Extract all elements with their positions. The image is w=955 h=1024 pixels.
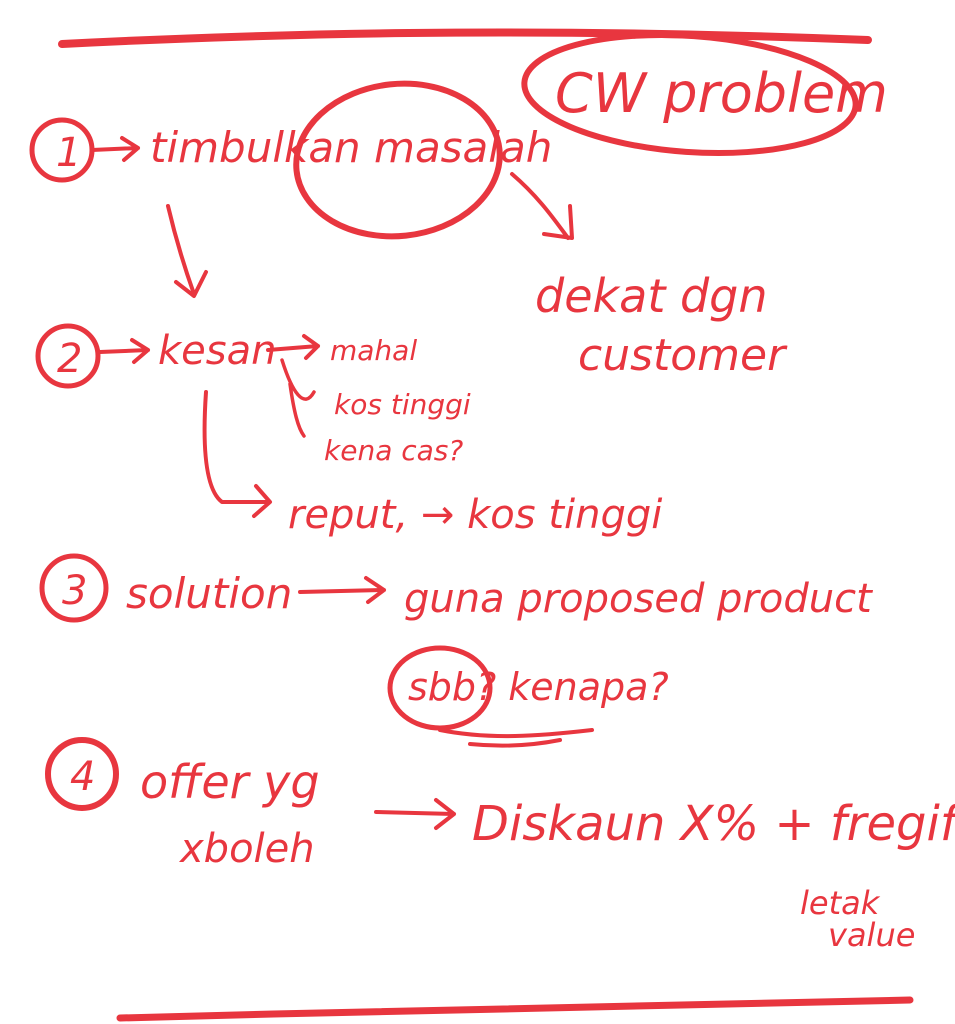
masalah-circle [293, 80, 503, 240]
step-3-number-circle [39, 553, 109, 623]
step-2-label: kesan [158, 328, 276, 374]
step-1-arrow-icon [90, 136, 140, 162]
step-4-note-line-2: value [828, 916, 915, 954]
step-1-right-arrow-icon [510, 172, 574, 240]
step-3-result: guna proposed product [404, 576, 873, 622]
step-2-effect-3: kena cas? [324, 434, 463, 467]
step-1-label: timbulkan masalah [150, 123, 552, 172]
step-3-arrow-icon [298, 576, 386, 604]
step-2-effect-2: kos tinggi [334, 388, 471, 421]
step-1-down-arrow-icon [166, 204, 208, 298]
step-4-result: Diskaun X% + fregift [472, 796, 955, 852]
step-2-branch-icon [280, 358, 316, 438]
step-2-number-circle [35, 323, 101, 389]
step-2-effect-1: mahal [330, 334, 417, 367]
step-4-arrow-icon [374, 798, 456, 830]
step-4-note-line-1: letak [800, 884, 881, 922]
step-1-result-line-1: dekat dgn [535, 269, 768, 323]
step-3-question: sbb? kenapa? [408, 665, 669, 709]
step-4-label-line-2: xboleh [178, 826, 315, 872]
step-3-number: 3 [62, 568, 87, 614]
bottom-border-stroke [116, 996, 914, 1022]
step-1-number: 1 [56, 130, 81, 176]
step-2-hook-arrow-icon [202, 390, 272, 518]
step-2-arrow-icon [98, 338, 150, 364]
step-4-number-circle [45, 737, 119, 811]
step-1-result-line-2: customer [578, 330, 788, 381]
title-circle [521, 31, 859, 157]
step-3-underline [438, 728, 594, 748]
top-border-stroke [58, 28, 872, 48]
step-2-result: reput, → kos tinggi [288, 492, 662, 538]
step-4-label-line-1: offer yg [140, 755, 320, 809]
step-3-label: solution [126, 569, 292, 618]
title-text: CW problem [555, 62, 888, 125]
step-2-number: 2 [57, 336, 82, 382]
step-2-effects-arrow-icon [266, 334, 320, 360]
step-4-number: 4 [70, 754, 95, 800]
